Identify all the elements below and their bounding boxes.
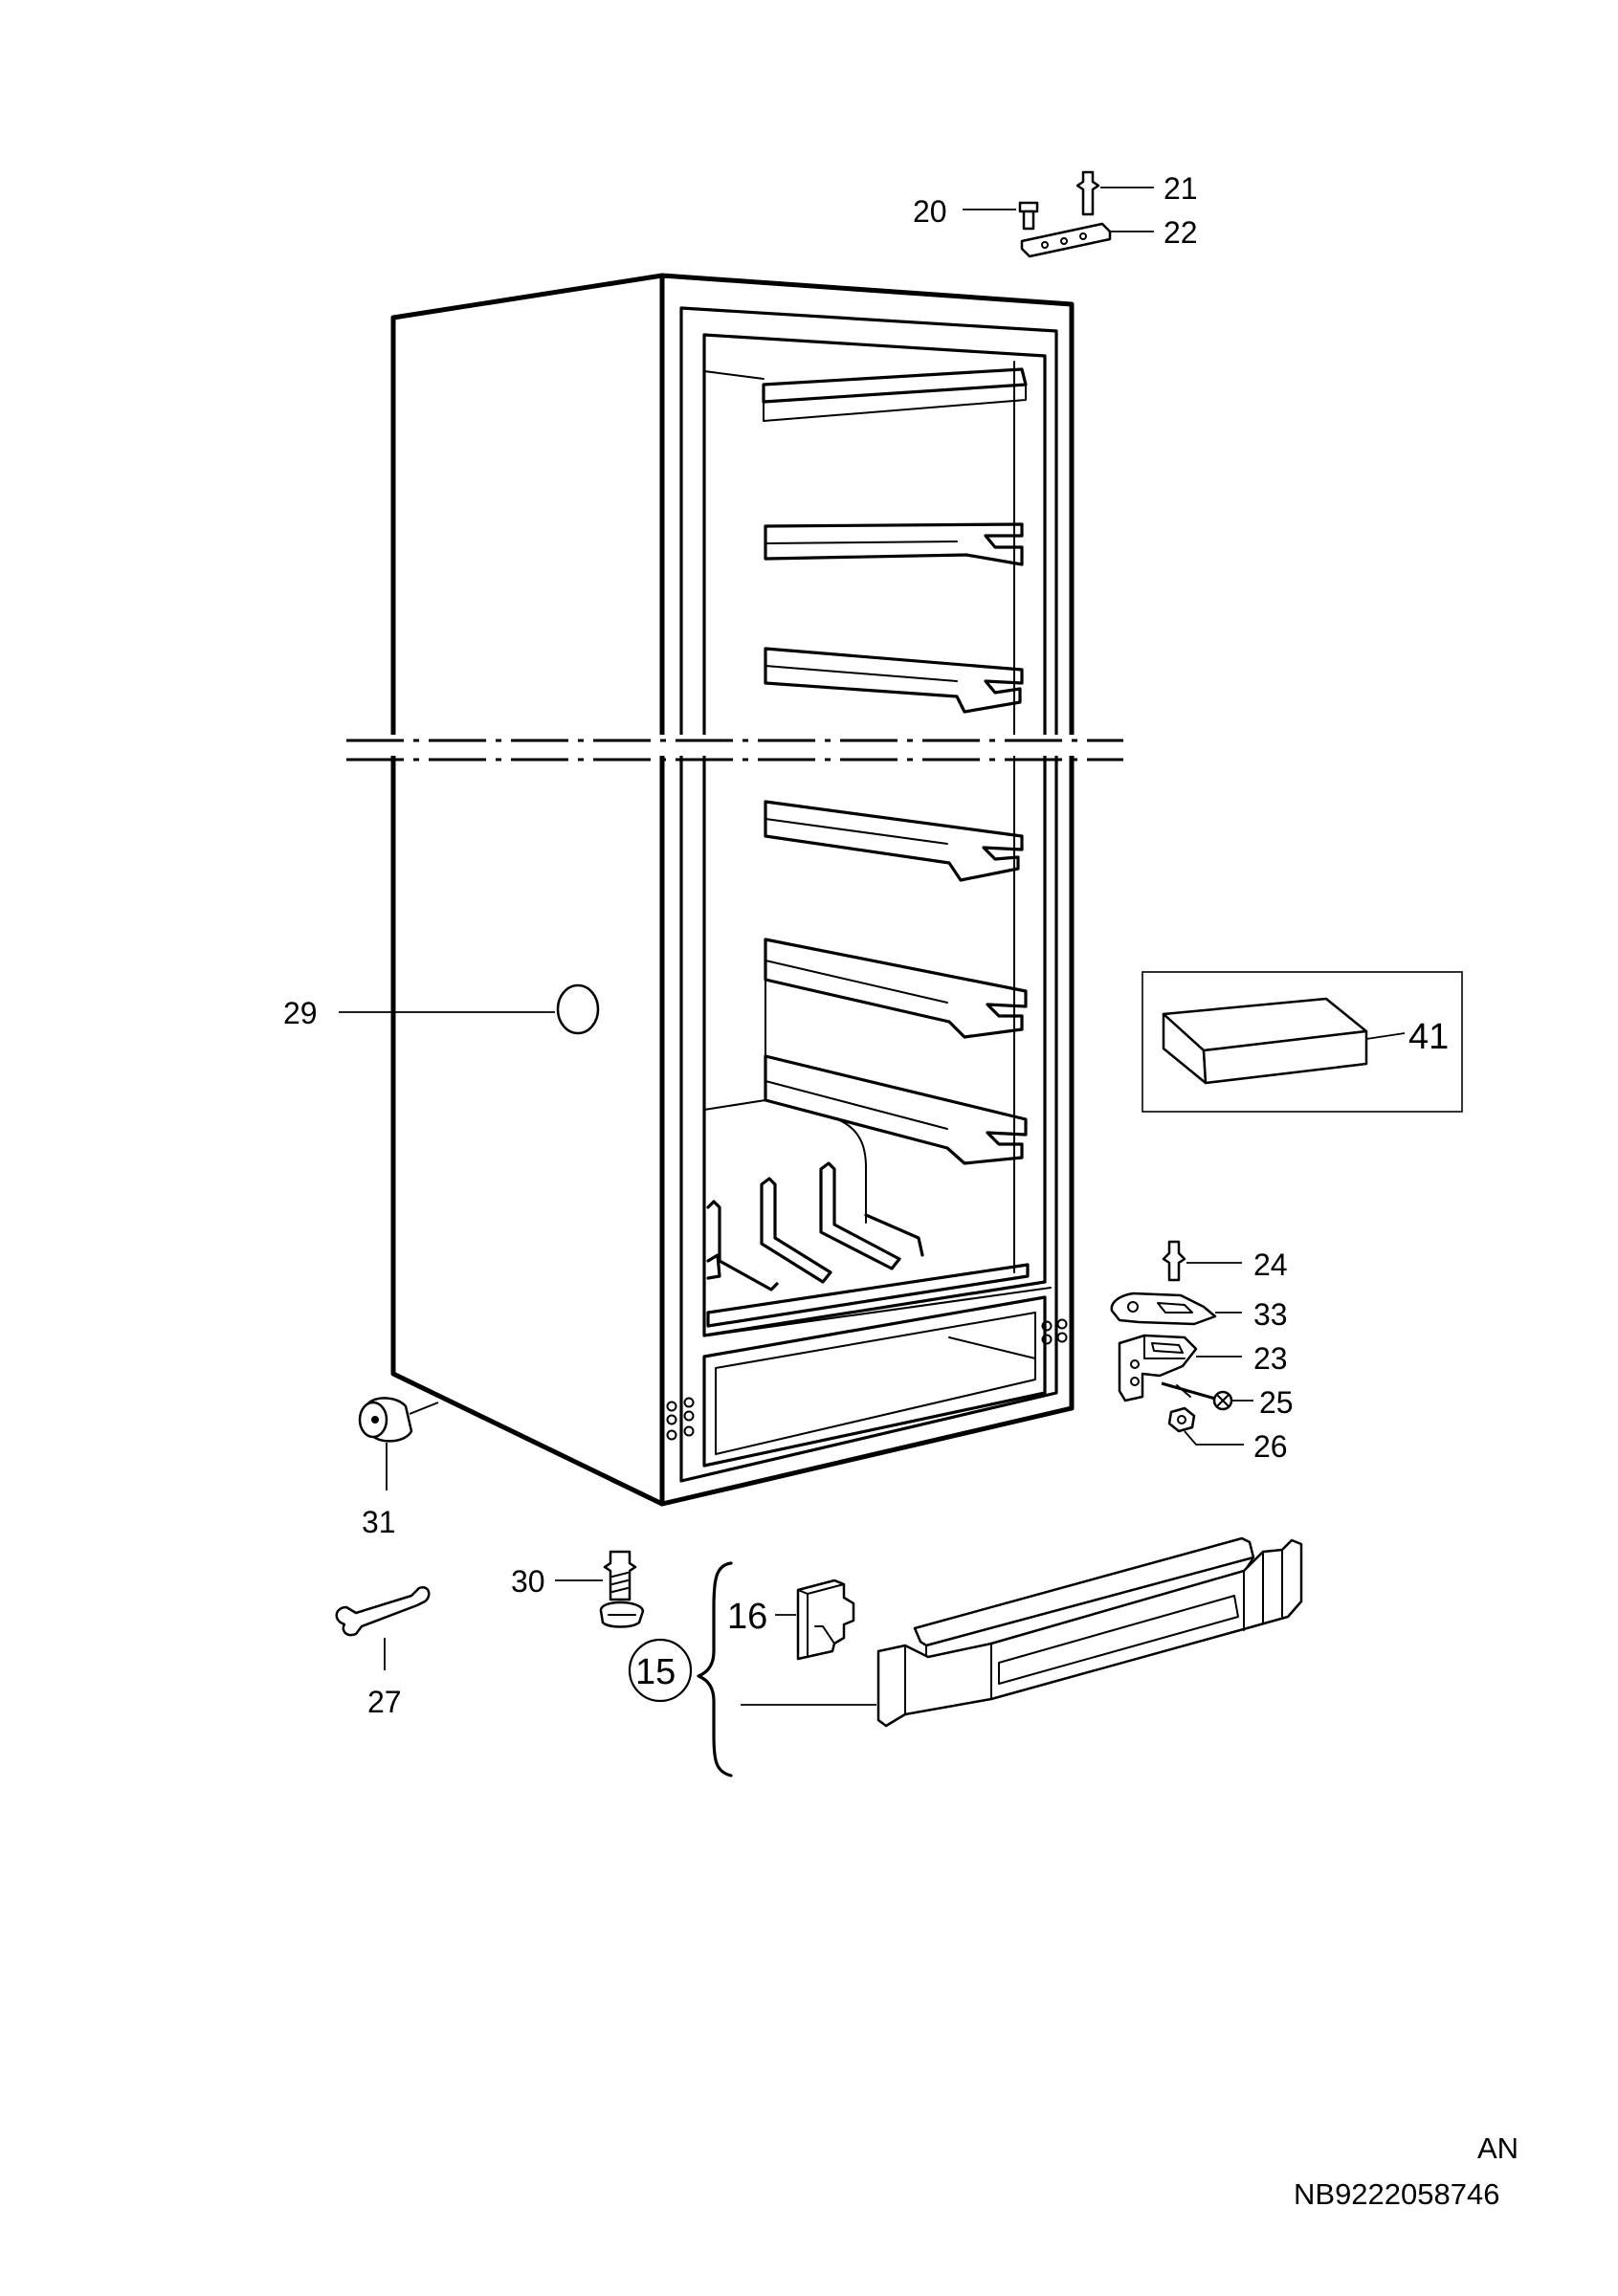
callout-15: 15 <box>635 1652 676 1692</box>
part-29-plug: 29 <box>283 983 600 1035</box>
part-30-levelling-foot: 30 <box>511 1550 645 1628</box>
lower-compartment <box>666 1295 1068 1468</box>
footer-code-an: AN <box>1477 2131 1518 2165</box>
kick-plate <box>876 1536 1303 1728</box>
callout-30: 30 <box>511 1564 545 1599</box>
callout-41: 41 <box>1408 1017 1449 1057</box>
callout-16: 16 <box>727 1597 767 1637</box>
callout-27: 27 <box>367 1685 402 1719</box>
break-line <box>346 735 1123 762</box>
part-27-spanner: 27 <box>335 1585 431 1719</box>
part-31-foot-cap: 31 <box>358 1397 439 1539</box>
drawing-reference: AN NB9222058746 <box>1294 2131 1518 2211</box>
part-21-pin: 21 <box>1075 170 1198 216</box>
callout-21: 21 <box>1164 171 1198 206</box>
shelf-supports <box>703 367 1028 1224</box>
footer-drawing-number: NB9222058746 <box>1294 2177 1499 2211</box>
callout-29: 29 <box>283 996 318 1030</box>
part-41-box: 41 <box>1141 971 1463 1113</box>
callout-23: 23 <box>1253 1341 1288 1376</box>
part-15-kick-plate-group: 15 <box>628 1561 876 1777</box>
bottom-rack <box>706 1161 1052 1336</box>
callout-26: 26 <box>1253 1429 1288 1464</box>
callout-31: 31 <box>362 1505 396 1539</box>
callout-24: 24 <box>1253 1247 1288 1282</box>
part-20-screw: 20 <box>913 194 1039 231</box>
callout-22: 22 <box>1164 215 1198 250</box>
part-24-pin: 24 <box>1162 1240 1288 1282</box>
part-33-plate: 33 <box>1110 1292 1288 1332</box>
part-16-clip: 16 <box>727 1578 855 1661</box>
part-25-screw: 25 <box>1161 1381 1294 1420</box>
cabinet-body <box>390 273 1075 1507</box>
callout-33: 33 <box>1253 1297 1288 1332</box>
part-23-hinge: 23 <box>1118 1334 1288 1402</box>
callout-25: 25 <box>1259 1385 1294 1420</box>
callout-20: 20 <box>913 194 947 229</box>
part-26-nut: 26 <box>1167 1406 1288 1464</box>
part-22-hinge-plate: 22 <box>1020 215 1198 258</box>
